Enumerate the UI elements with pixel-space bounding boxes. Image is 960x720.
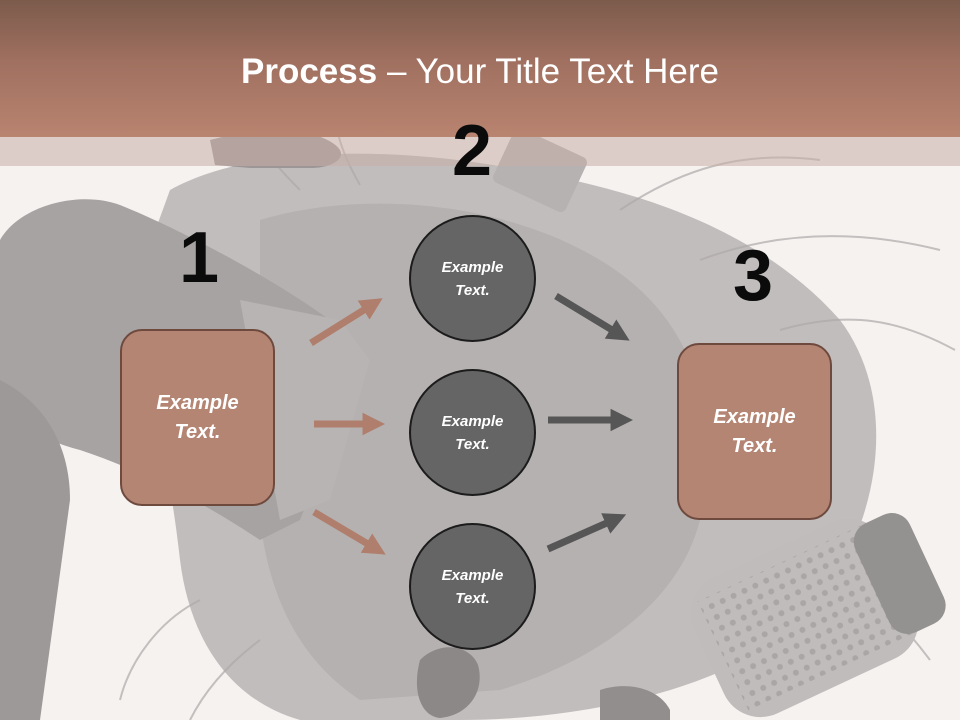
step-3-label: Example Text. [713, 405, 796, 457]
circle-3-label: Example Text. [441, 566, 504, 607]
arrow-from-circle-3 [546, 513, 627, 553]
step-1-label: Example Text. [156, 391, 239, 443]
arrow-from-circle-1 [554, 293, 630, 341]
step-3-box: Example Text. [677, 343, 832, 520]
header-band [0, 137, 960, 166]
title-bold: Process [241, 52, 378, 91]
circle-2-label: Example Text. [441, 412, 504, 453]
step-number-3: 3 [732, 236, 774, 316]
arrow-to-circle-3 [312, 508, 386, 555]
circle-1-label: Example Text. [441, 258, 504, 299]
step-number-2: 2 [451, 111, 493, 191]
circle-2: Example Text. [409, 369, 536, 496]
header-bar [0, 0, 960, 137]
slide-title: Process – Your Title Text Here [0, 52, 960, 92]
step-1-box: Example Text. [120, 329, 275, 506]
step-number-1: 1 [178, 218, 220, 298]
circle-3: Example Text. [409, 523, 536, 650]
arrow-to-circle-1 [309, 298, 383, 346]
title-rest: – Your Title Text Here [377, 52, 719, 91]
circle-1: Example Text. [409, 215, 536, 342]
